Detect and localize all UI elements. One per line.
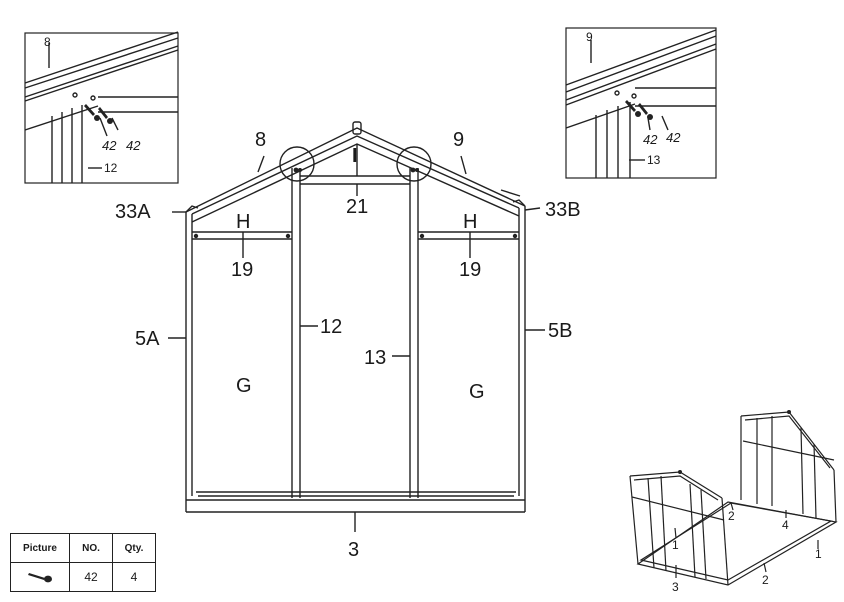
frame-screw-heads <box>193 167 518 239</box>
detail-right-screw-b: 42 <box>666 130 681 145</box>
table-row: 42 4 <box>10 562 156 592</box>
header-qty: Qty. <box>112 533 156 563</box>
label-roof-right: 9 <box>453 129 464 151</box>
detail-left-screw-b: 42 <box>126 138 141 153</box>
header-picture: Picture <box>10 533 70 563</box>
label-panel-top-right: H <box>463 211 477 233</box>
greenhouse-front-frame <box>168 121 545 532</box>
label-post-right: 5B <box>548 320 572 342</box>
label-base: 3 <box>348 539 359 561</box>
detail-right-stud: 13 <box>647 153 661 167</box>
overview-end-a: 1 <box>672 538 679 552</box>
parts-table: Picture NO. Qty. 42 4 <box>10 533 156 592</box>
label-ridge-marker: I <box>352 145 358 167</box>
detail-right-screws <box>625 100 653 120</box>
part-quantity: 4 <box>112 562 156 592</box>
label-stud-left: 12 <box>320 316 342 338</box>
detail-left-stud: 12 <box>104 161 118 175</box>
label-post-left: 5A <box>135 328 160 350</box>
detail-left-screws <box>84 104 113 124</box>
screw-icon <box>28 572 52 582</box>
label-ridge-bar: 21 <box>346 196 368 218</box>
overview-end-b: 1 <box>815 547 822 561</box>
overview-side-b: 2 <box>762 573 769 587</box>
header-no: NO. <box>69 533 113 563</box>
overview-back: 4 <box>782 518 789 532</box>
label-roof-left: 8 <box>255 129 266 151</box>
overview-side-a: 2 <box>728 509 735 523</box>
screw-picture-cell <box>10 562 70 592</box>
part-number: 42 <box>69 562 113 592</box>
detail-left-screw-a: 42 <box>102 138 117 153</box>
overview-rivets <box>678 410 791 474</box>
overview-base: 3 <box>672 580 679 594</box>
detail-right-screw-a: 42 <box>643 132 658 147</box>
label-stud-right: 13 <box>364 347 386 369</box>
label-panel-right: G <box>469 381 485 403</box>
detail-right-rafter: 9 <box>586 30 593 44</box>
label-corner-right: 33B <box>545 199 581 221</box>
label-panel-left: G <box>236 375 252 397</box>
label-corner-left: 33A <box>115 201 151 223</box>
label-crossbar-left: 19 <box>231 259 253 281</box>
label-panel-top-left: H <box>236 211 250 233</box>
detail-right-view <box>565 27 717 179</box>
parts-table-header: Picture NO. Qty. <box>10 533 156 563</box>
label-crossbar-right: 19 <box>459 259 481 281</box>
assembled-overview <box>629 411 838 586</box>
detail-left-rafter: 8 <box>44 35 51 49</box>
detail-left-view <box>24 31 179 184</box>
